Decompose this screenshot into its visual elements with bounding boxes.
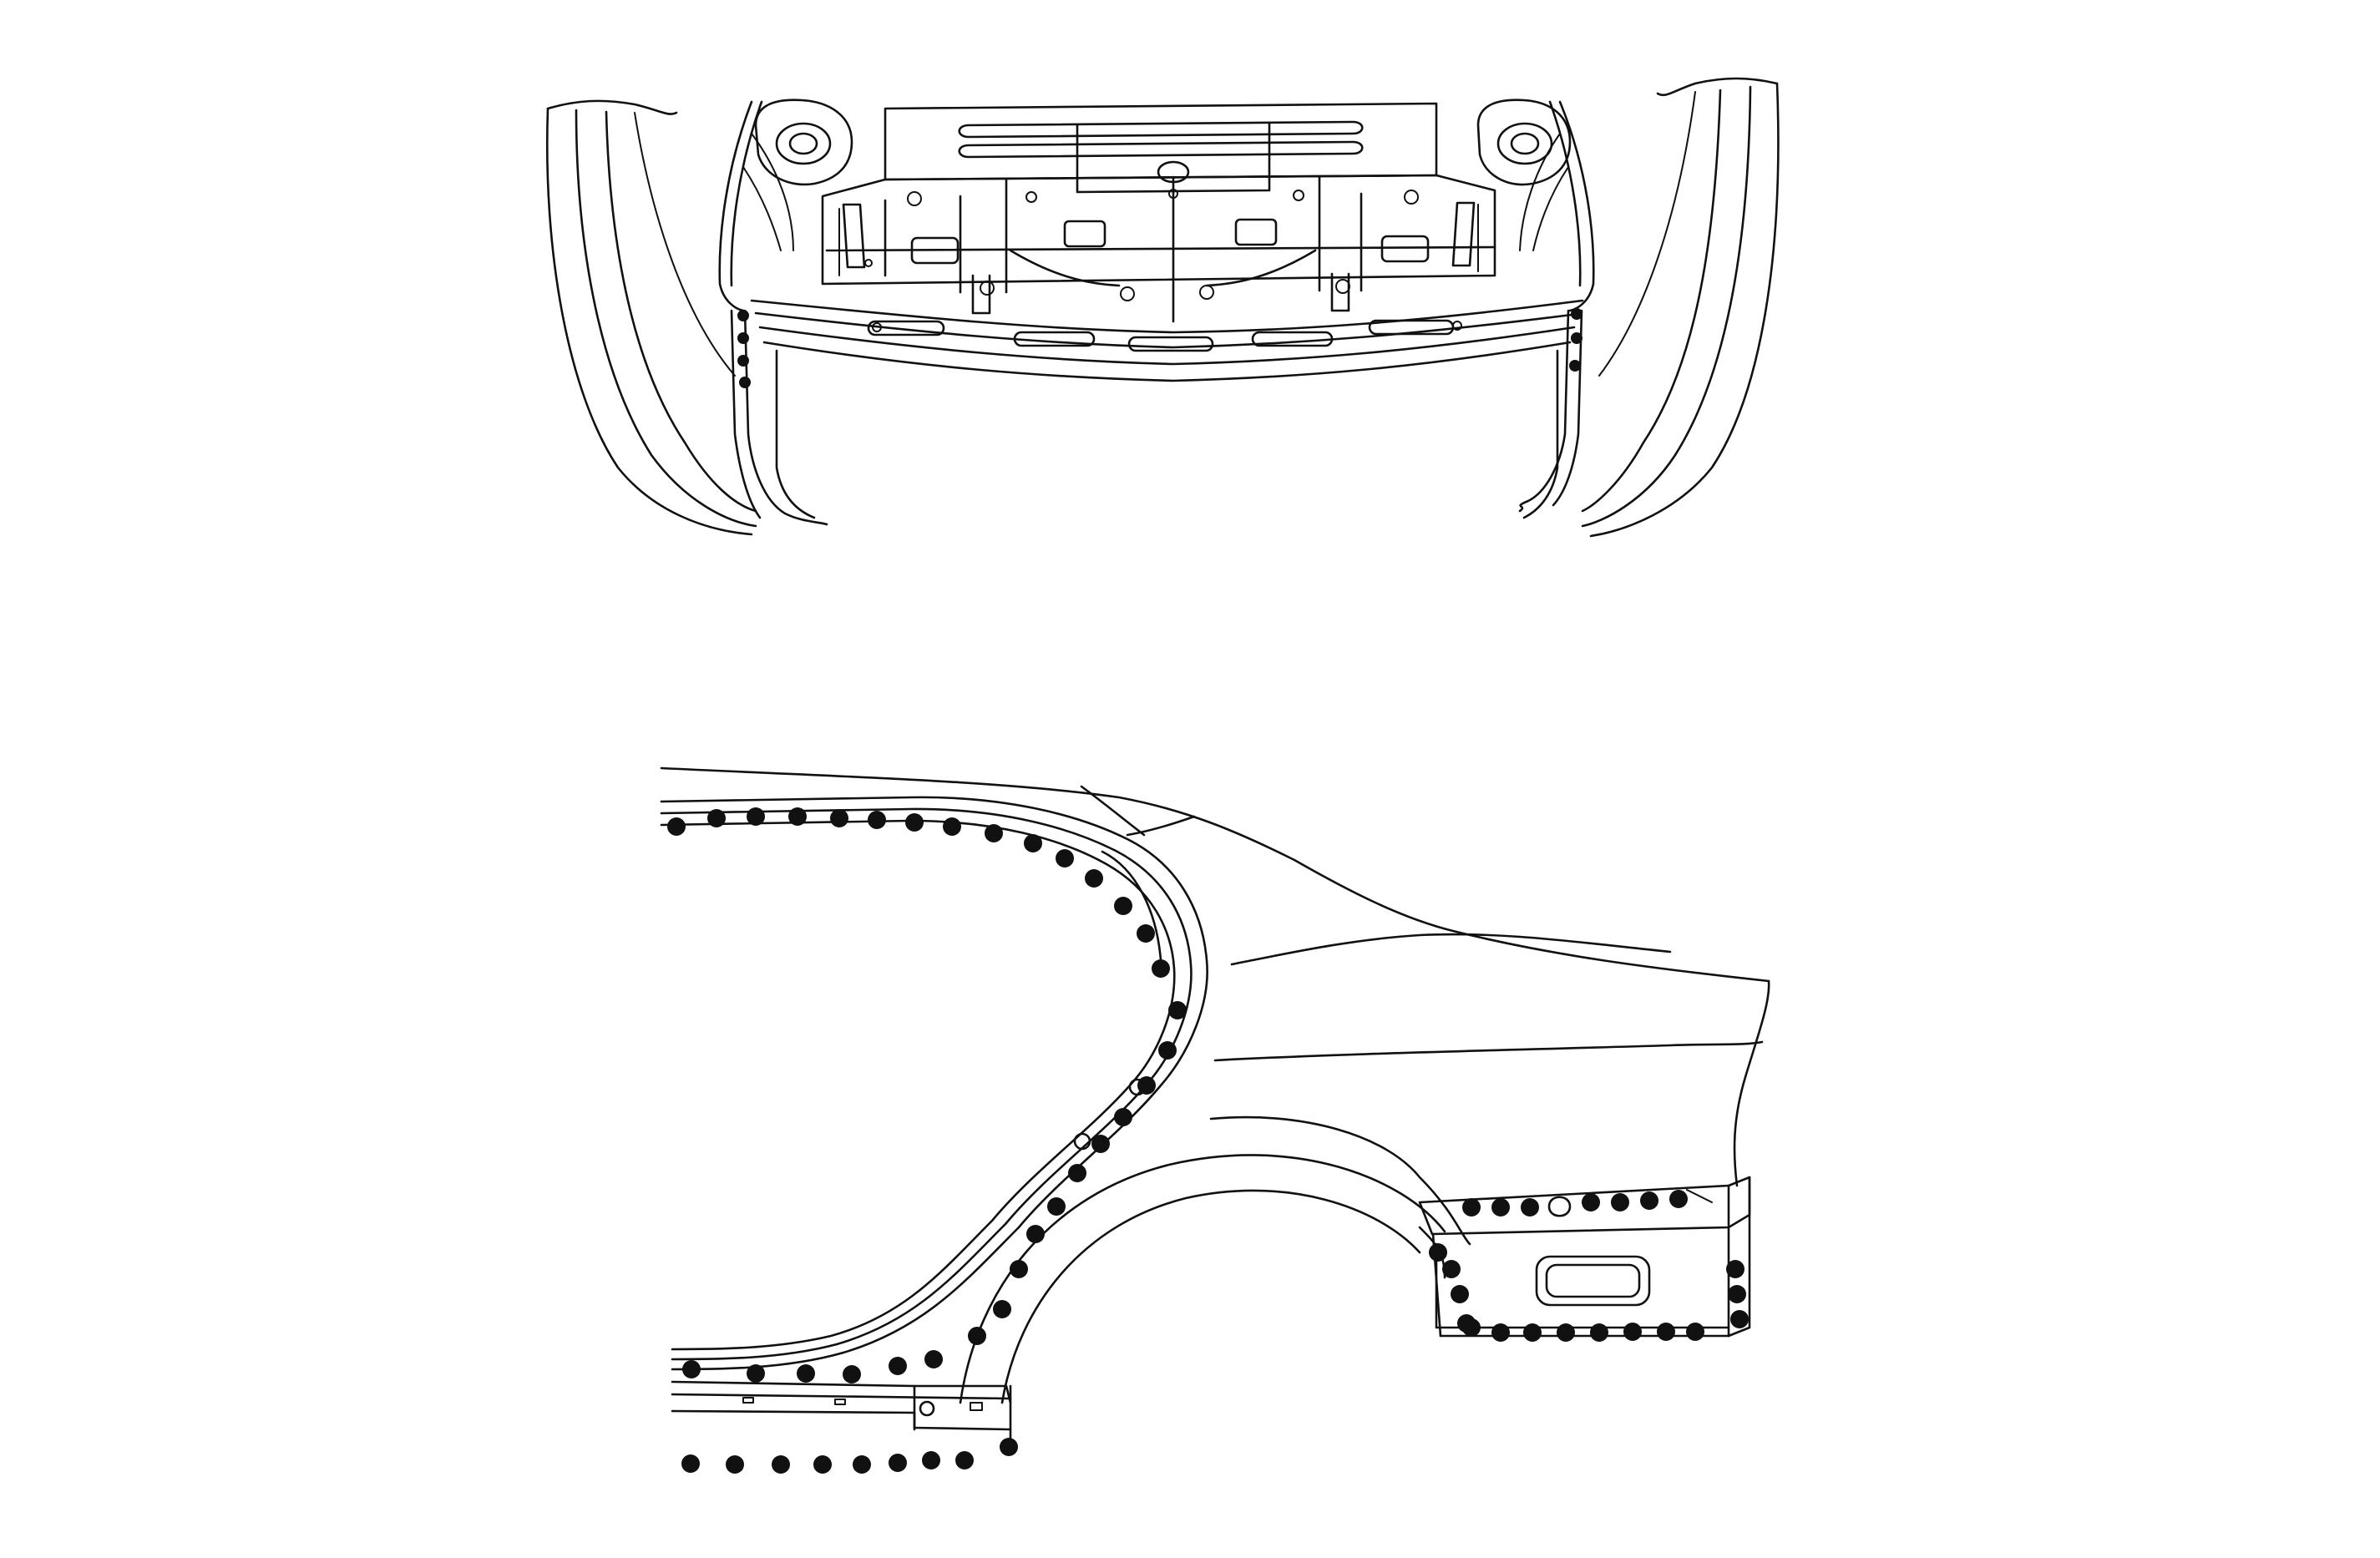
spot-weld-dot-icon [1726,1260,1744,1278]
spot-weld-dot-icon [772,1455,790,1474]
spot-weld-dot-icon [747,1364,765,1383]
spot-weld-dot-icon [1168,1001,1187,1019]
spot-weld-dot-icon [1521,1198,1539,1217]
spot-weld-dot-icon [889,1454,907,1472]
spot-weld-dot-icon [797,1364,815,1383]
weld-hole-icon [1073,1132,1091,1151]
spot-weld-dot-icon [1640,1191,1658,1210]
spot-weld-dot-icon [1669,1190,1688,1208]
spot-weld-dot-icon [1491,1323,1510,1342]
spot-weld-dot-icon [1047,1197,1066,1216]
wheel-arch [959,1115,1471,1404]
spot-weld-dot-icon [1582,1193,1600,1211]
spot-weld-dot-icon [924,1350,943,1368]
spot-weld-dot-icon [1730,1310,1749,1328]
spot-weld-dot-icon [1590,1323,1608,1342]
spot-weld-dot-icon [1442,1260,1461,1278]
spot-weld-dot-icon [813,1455,832,1474]
spot-weld-dot-icon [747,807,765,826]
quarter-panel-flanges [660,796,1208,1371]
spot-weld-dot-icon [993,1300,1011,1318]
left-shock-tower [754,99,853,186]
spot-weld-dot-icon [1451,1285,1469,1303]
right-shock-tower [1476,99,1572,186]
spot-weld-dot-icon [922,1451,940,1469]
spot-weld-dot-icon [889,1357,907,1375]
weld-holes [919,1078,1147,1417]
weld-hole-icon [919,1400,935,1417]
spot-weld-dot-icon [1000,1438,1018,1456]
spot-weld-dot-icon [737,332,749,344]
rear-cross-member [750,299,1584,519]
spot-weld-dot-icon [943,817,961,836]
spot-weld-dot-icon [1091,1135,1110,1153]
spot-weld-dot-icon [1010,1260,1028,1278]
spot-weld-dot-icon [726,1455,744,1474]
spot-weld-dot-icon [1623,1323,1642,1341]
spot-weld-dot-icon [1462,1198,1481,1217]
spot-weld-dot-icon [1158,1041,1177,1060]
spot-weld-dot-icon [737,310,749,321]
spot-weld-dot-icon [681,1454,700,1473]
spot-weld-dot-icon [843,1365,861,1383]
spot-weld-dot-icon [968,1327,986,1345]
spot-weld-dot-icon [1462,1318,1481,1337]
left-fender-outline [545,99,757,536]
quarter-panel-outer [660,766,1770,1187]
rear-end-panel-view [545,77,1780,538]
spot-weld-dot-icon [788,807,807,826]
spot-weld-dot-icon [682,1360,701,1378]
spot-weld-dot-icon [1686,1323,1704,1341]
spot-weld-dot-icon [1114,897,1132,915]
spot-weld-dot-icon [1611,1193,1629,1211]
spot-weld-dot-icon [707,809,726,827]
rear-corner-section [1418,1176,1751,1338]
spot-weld-dot-icon [853,1455,871,1474]
spot-weld-dot-icon [1657,1323,1675,1341]
right-pillar [1518,100,1595,513]
spot-weld-dot-icon [1152,959,1170,978]
spot-weld-dot-icon [985,824,1003,842]
spot-weld-dot-icon [1571,332,1582,344]
spot-weld-dot-icon [1137,1076,1156,1095]
spot-weld-dot-icon [737,355,749,367]
spot-weld-dot-icon [868,811,886,829]
spot-weld-dot-icon [1571,308,1582,320]
spot-weld-dot-icon [1056,849,1074,868]
spot-weld-dot-icon [1026,1225,1045,1243]
spot-weld-dot-icon [1569,360,1581,372]
inner-rear-panel [821,174,1496,323]
quarter-panel-weld-dots [667,807,1749,1474]
spot-weld-dot-icon [1557,1323,1575,1342]
spot-weld-dot-icon [1491,1198,1510,1217]
rocker-sill [671,1380,1012,1446]
spot-weld-dot-icon [830,809,848,827]
spot-weld-dot-icon [1068,1164,1086,1182]
spot-weld-dot-icon [1024,834,1042,852]
spot-weld-dot-icon [1728,1285,1746,1303]
left-pillar [718,100,828,526]
rear-view-weld-dots [737,308,1582,388]
spot-weld-dot-icon [1114,1108,1132,1126]
spot-weld-dot-icon [1523,1323,1542,1342]
rear-quarter-panel-view [660,766,1770,1474]
spot-weld-dot-icon [1137,924,1155,943]
spot-weld-dot-icon [1429,1243,1447,1262]
spot-weld-dot-icon [905,813,924,832]
right-fender-outline [1581,77,1780,538]
spot-weld-dot-icon [955,1451,974,1469]
spot-weld-dot-icon [667,817,686,836]
spot-weld-dot-icon [739,377,751,388]
spot-weld-dot-icon [1085,869,1103,888]
